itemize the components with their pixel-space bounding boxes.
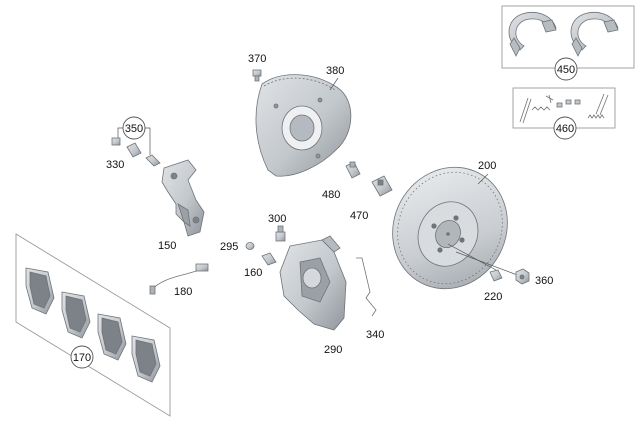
callout-circle-450 (554, 57, 578, 81)
callout-350[interactable]: 350 (125, 123, 143, 135)
dust-cap[interactable] (245, 242, 255, 250)
callout-150[interactable]: 150 (158, 240, 176, 252)
callout-360[interactable]: 360 (535, 275, 553, 287)
sensor-plug[interactable] (345, 161, 361, 179)
callout-180[interactable]: 180 (174, 286, 192, 298)
callout-295[interactable]: 295 (220, 241, 238, 253)
caliper-bolt[interactable] (261, 252, 277, 266)
callout-470[interactable]: 470 (350, 210, 368, 222)
brake-shoe-left[interactable] (508, 11, 557, 57)
brake-caliper[interactable] (279, 235, 347, 331)
callout-220[interactable]: 220 (484, 291, 502, 303)
guide-pin-bolts[interactable] (111, 137, 161, 167)
bleed-screw[interactable] (275, 225, 286, 242)
brake-wear-sensor[interactable] (149, 263, 209, 295)
callout-200[interactable]: 200 (478, 160, 496, 172)
callout-290[interactable]: 290 (324, 344, 342, 356)
shield-screw[interactable] (252, 69, 262, 82)
brake-pad-frame (15, 233, 171, 417)
connector-clip[interactable] (371, 175, 393, 197)
brake-shoe-set-group: 450 (501, 5, 635, 81)
brake-disc[interactable] (371, 147, 528, 309)
callout-circle-170 (70, 345, 94, 369)
callout-300[interactable]: 300 (268, 213, 286, 225)
brake-pad-4[interactable] (131, 335, 161, 383)
hardware-kit-springs[interactable] (519, 93, 609, 124)
brake-shoe-right[interactable] (570, 11, 619, 57)
disc-screw[interactable] (489, 269, 503, 282)
brake-pad-3[interactable] (97, 313, 127, 361)
brake-pad-2[interactable] (61, 291, 91, 339)
dust-shield[interactable] (255, 74, 352, 177)
brake-pad-1[interactable] (25, 267, 55, 315)
callout-330[interactable]: 330 (106, 159, 124, 171)
callout-480[interactable]: 480 (322, 189, 340, 201)
callout-450[interactable]: 450 (557, 64, 575, 76)
callout-460[interactable]: 460 (556, 123, 574, 135)
anti-rattle-spring[interactable] (356, 257, 377, 317)
hardware-kit-group: 460 (512, 87, 616, 140)
caliper-carrier-bracket[interactable] (161, 159, 205, 237)
wheel-nut[interactable] (515, 268, 530, 285)
callout-circle-460 (553, 116, 577, 140)
brake-pad-set-group: 170 (15, 233, 171, 417)
callout-370[interactable]: 370 (248, 53, 266, 65)
callout-380[interactable]: 380 (326, 65, 344, 77)
callout-170[interactable]: 170 (73, 352, 91, 364)
callout-160[interactable]: 160 (244, 267, 262, 279)
callout-340[interactable]: 340 (366, 329, 384, 341)
